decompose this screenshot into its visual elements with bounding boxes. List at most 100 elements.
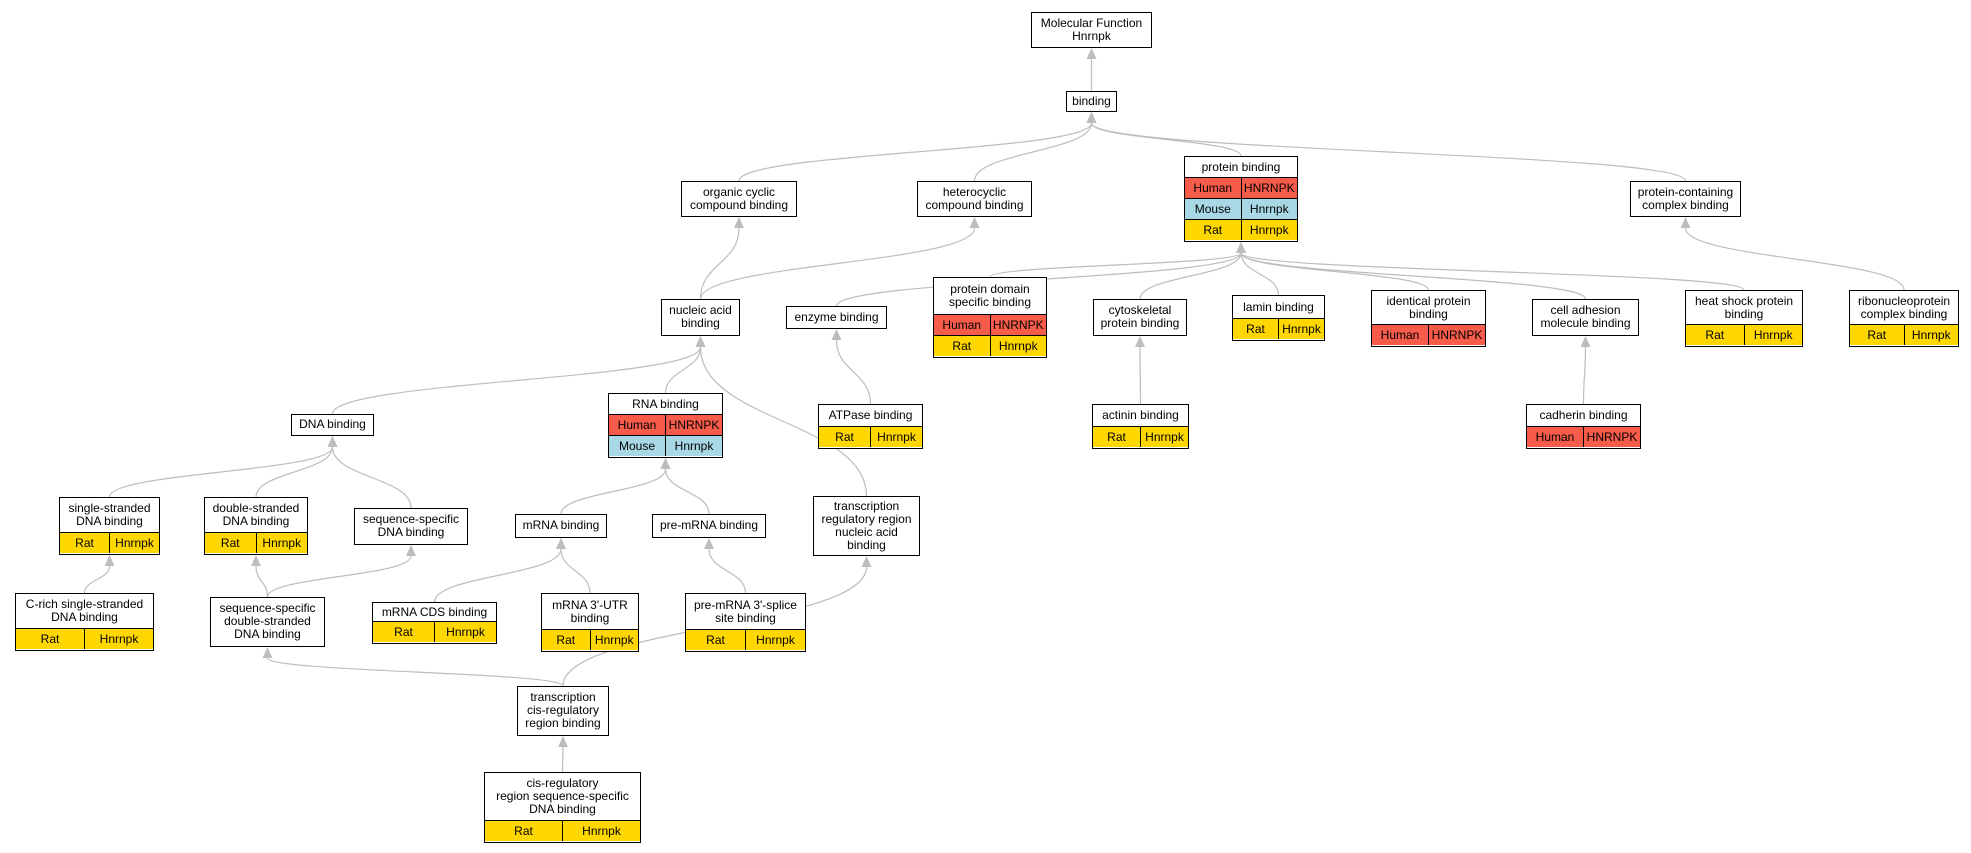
go-term-label: cadherin binding — [1539, 408, 1628, 422]
gene-label: Hnrnpk — [870, 427, 922, 447]
gene-label: Hnrnpk — [109, 533, 159, 553]
gene-label: Hnrnpk — [745, 630, 805, 650]
annotation-row: Rat Hnrnpk — [1686, 324, 1802, 345]
gene-label: HNRNPK — [1583, 427, 1640, 447]
edge-dna-binding-to-nucleic-acid — [331, 346, 702, 415]
species-label: Rat — [220, 535, 240, 550]
species-label: Rat — [706, 632, 725, 647]
go-term-label: mRNA binding — [522, 518, 600, 532]
edge-arrowhead — [1086, 112, 1097, 123]
species-label: Rat — [1705, 327, 1725, 342]
go-term-label: DNA binding — [299, 417, 366, 431]
go-term-label: identical protein binding — [1386, 293, 1471, 321]
go-term-node-protein-containing[interactable]: protein-containing complex binding — [1630, 181, 1741, 217]
go-term-node-mrna-binding[interactable]: mRNA binding — [515, 514, 607, 538]
go-term-label: protein domain specific binding — [948, 282, 1032, 309]
gene-label: Hnrnpk — [1903, 325, 1959, 345]
go-term-label: protein binding — [1201, 159, 1281, 174]
go-term-node-cell-adhesion[interactable]: cell adhesion molecule binding — [1532, 299, 1639, 336]
go-term-label: ribonucleoprotein complex binding — [1857, 293, 1951, 321]
go-term-node-enzyme[interactable]: enzyme binding — [786, 306, 887, 329]
go-term-label: ATPase binding — [828, 408, 913, 422]
edge-seq-specific-ds-to-sequence-specific — [266, 555, 412, 598]
go-term-label: RNA binding — [632, 396, 699, 411]
edge-arrowhead — [1236, 242, 1246, 253]
go-term-label: sequence-specific double-stranded DNA bi… — [219, 601, 316, 641]
gene-label: HNRNPK — [1240, 178, 1298, 198]
go-term-node-dna-binding[interactable]: DNA binding — [291, 414, 374, 436]
go-term-node-cis-regulatory[interactable]: cis-regulatory region sequence-specific … — [484, 772, 641, 843]
go-term-label: nucleic acid binding — [669, 303, 732, 330]
edge-arrowhead — [104, 555, 115, 566]
go-term-node-transcription-cis[interactable]: transcription cis-regulatory region bind… — [517, 686, 609, 736]
edge-arrowhead — [660, 458, 671, 469]
edge-arrowhead — [1086, 48, 1097, 59]
annotation-row: Human HNRNPK — [1185, 177, 1297, 198]
go-term-label: pre-mRNA binding — [659, 518, 759, 532]
go-term-node-nucleic-acid[interactable]: nucleic acid binding — [661, 299, 740, 336]
gene-label: Hnrnpk — [989, 336, 1047, 356]
go-term-node-root[interactable]: Molecular Function Hnrnpk — [1031, 12, 1152, 48]
go-term-node-organic-cyclic[interactable]: organic cyclic compound binding — [681, 181, 797, 217]
edge-actinin-to-cytoskeletal — [1139, 346, 1142, 405]
species-label: Mouse — [618, 438, 656, 453]
gene-label: Hnrnpk — [589, 630, 639, 650]
edge-ribonucleoprotein-to-protein-containing — [1684, 227, 1905, 291]
species-label: Rat — [952, 338, 972, 353]
edge-mrna-binding-to-rna-binding — [560, 468, 667, 515]
species-label: Human — [1380, 327, 1420, 342]
go-term-node-binding[interactable]: binding — [1066, 91, 1117, 112]
gene-label: Hnrnpk — [562, 821, 640, 841]
edge-atpase-to-enzyme — [835, 339, 872, 405]
edge-arrowhead — [1680, 217, 1691, 228]
go-term-node-cytoskeletal[interactable]: cytoskeletal protein binding — [1093, 299, 1187, 336]
edge-arrowhead — [251, 555, 261, 566]
gene-label: Hnrnpk — [1743, 325, 1803, 345]
go-term-node-pre-mrna[interactable]: pre-mRNA binding — [652, 514, 766, 538]
edge-seq-specific-ds-to-double-stranded — [255, 565, 269, 598]
edge-heat-shock-to-protein-binding — [1240, 252, 1745, 291]
go-term-label: enzyme binding — [794, 309, 879, 324]
go-term-node-heterocyclic[interactable]: heterocyclic compound binding — [917, 181, 1032, 217]
edge-arrowhead — [1135, 336, 1145, 347]
gene-label: HNRNPK — [989, 315, 1047, 335]
go-term-label: cytoskeletal protein binding — [1100, 303, 1180, 330]
go-term-node-transcription-regulatory[interactable]: transcription regulatory region nucleic … — [813, 496, 920, 556]
edge-arrowhead — [704, 538, 714, 549]
go-term-label: sequence-specific DNA binding — [362, 512, 460, 539]
go-term-label: pre-mRNA 3'-splice site binding — [694, 597, 797, 625]
species-label: Human — [1193, 180, 1233, 195]
go-term-node-seq-specific-ds[interactable]: sequence-specific double-stranded DNA bi… — [210, 597, 325, 647]
edge-nucleic-acid-to-organic-cyclic — [699, 227, 740, 300]
gene-label: Hnrnpk — [1278, 319, 1324, 339]
edge-double-stranded-to-dna-binding — [255, 446, 334, 498]
go-term-label: cell adhesion molecule binding — [1540, 303, 1631, 330]
edge-mrna-cds-to-mrna-binding — [433, 548, 562, 603]
go-term-label: cis-regulatory region sequence-specific … — [496, 776, 629, 816]
species-label: Human — [1535, 429, 1575, 444]
go-term-node-sequence-specific[interactable]: sequence-specific DNA binding — [354, 508, 468, 545]
edge-cis-regulatory-to-transcription-cis — [561, 746, 564, 773]
